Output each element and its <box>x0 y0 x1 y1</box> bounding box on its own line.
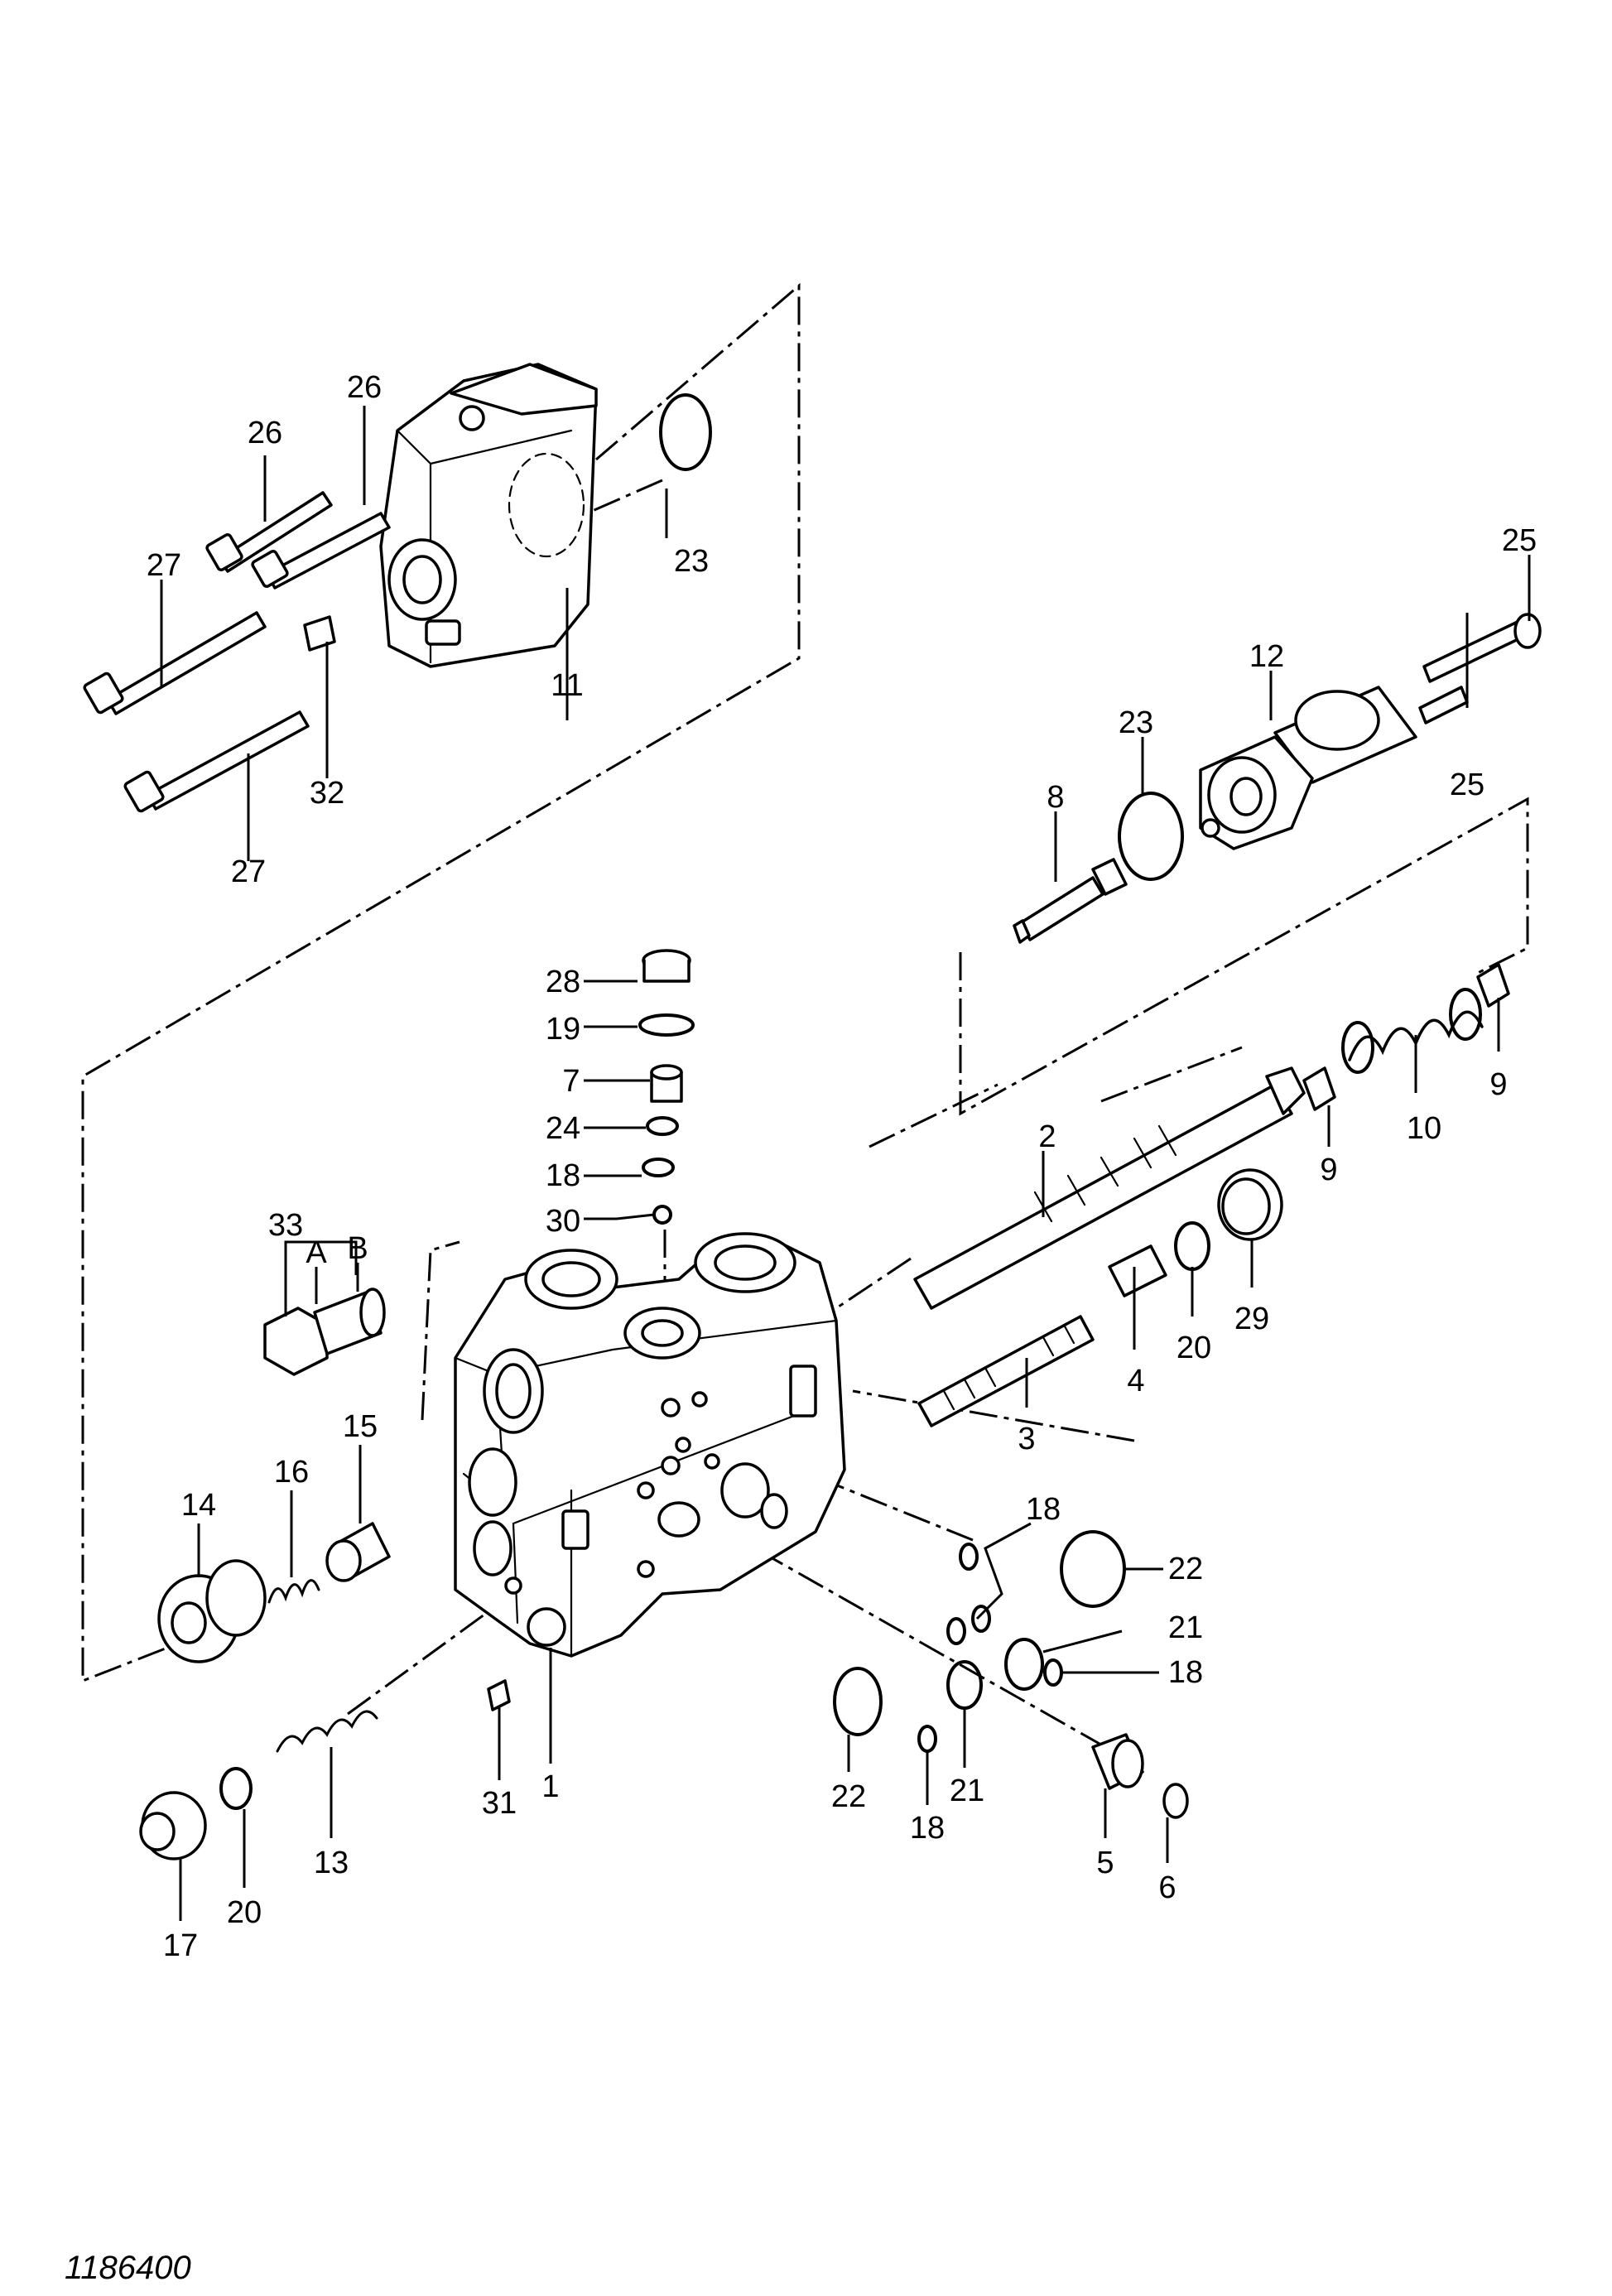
callout-26-left: 26 <box>248 416 282 450</box>
callout-28: 28 <box>546 965 580 999</box>
spool-2 <box>913 1066 1306 1310</box>
spring-assembly <box>1302 963 1510 1111</box>
callout-23-upper: 23 <box>674 544 709 579</box>
callout-33: 33 <box>268 1208 303 1243</box>
callout-11: 11 <box>551 668 583 703</box>
callouts: 26 26 27 27 32 11 23 25 12 25 23 8 28 19… <box>147 370 1537 1963</box>
callout-21-upper: 21 <box>1168 1610 1203 1645</box>
callout-18-upper: 18 <box>1026 1492 1061 1527</box>
o-ring-23-right <box>1118 792 1184 881</box>
left-parts <box>139 1522 511 1860</box>
callout-20-right: 20 <box>1177 1331 1211 1365</box>
plug-stack <box>638 949 695 1225</box>
cover-11 <box>379 363 598 668</box>
callout-27-upper: 27 <box>147 548 181 583</box>
callout-18-stack: 18 <box>546 1158 580 1193</box>
o-ring-23-upper <box>659 393 712 471</box>
cap-12 <box>1199 613 1542 850</box>
callout-9-right: 9 <box>1489 1067 1507 1102</box>
callout-9-left: 9 <box>1320 1153 1337 1187</box>
callout-6: 6 <box>1158 1870 1176 1905</box>
callout-24: 24 <box>546 1111 580 1146</box>
callout-15: 15 <box>343 1409 378 1444</box>
callout-29: 29 <box>1234 1302 1269 1336</box>
callout-10: 10 <box>1407 1111 1441 1146</box>
callout-13: 13 <box>314 1846 349 1880</box>
callout-22-lower: 22 <box>831 1779 866 1814</box>
callout-3: 3 <box>1018 1422 1035 1456</box>
leader-lines <box>160 406 1531 1921</box>
callout-18-lower: 18 <box>910 1811 945 1846</box>
callout-4: 4 <box>1127 1364 1144 1398</box>
callout-1: 1 <box>541 1769 559 1804</box>
callout-17: 17 <box>163 1928 198 1963</box>
callout-14: 14 <box>181 1488 216 1523</box>
callout-a: A <box>306 1235 327 1270</box>
callout-30: 30 <box>546 1204 580 1239</box>
lower-right-seals <box>833 1530 1189 1819</box>
callout-31: 31 <box>482 1786 517 1821</box>
callout-7: 7 <box>562 1064 580 1099</box>
cover-bolts <box>83 491 391 813</box>
callout-22-right: 22 <box>1168 1552 1203 1586</box>
callout-12: 12 <box>1249 639 1284 674</box>
valve-body <box>454 1232 846 1658</box>
callout-32: 32 <box>310 776 344 811</box>
callout-21-lower: 21 <box>950 1774 984 1808</box>
callout-27-lower: 27 <box>231 854 266 889</box>
callout-23-right: 23 <box>1119 705 1153 740</box>
spool-3 <box>917 1315 1095 1427</box>
callout-19: 19 <box>546 1012 580 1047</box>
callout-26-right: 26 <box>347 370 382 405</box>
callout-18-lower-right: 18 <box>1168 1655 1203 1690</box>
callout-25-bottom: 25 <box>1450 768 1484 802</box>
spool-parts-right <box>1108 1168 1283 1297</box>
callout-8: 8 <box>1047 780 1064 815</box>
callout-25-top: 25 <box>1502 523 1537 558</box>
drawing-number: 1186400 <box>65 2250 191 2286</box>
callout-5: 5 <box>1096 1846 1114 1880</box>
callout-2: 2 <box>1038 1119 1056 1154</box>
part-8 <box>1013 858 1128 944</box>
callout-20-left: 20 <box>227 1895 262 1930</box>
relief-valve-33 <box>263 1288 386 1376</box>
callout-16: 16 <box>274 1455 309 1490</box>
callout-b: B <box>347 1231 368 1266</box>
